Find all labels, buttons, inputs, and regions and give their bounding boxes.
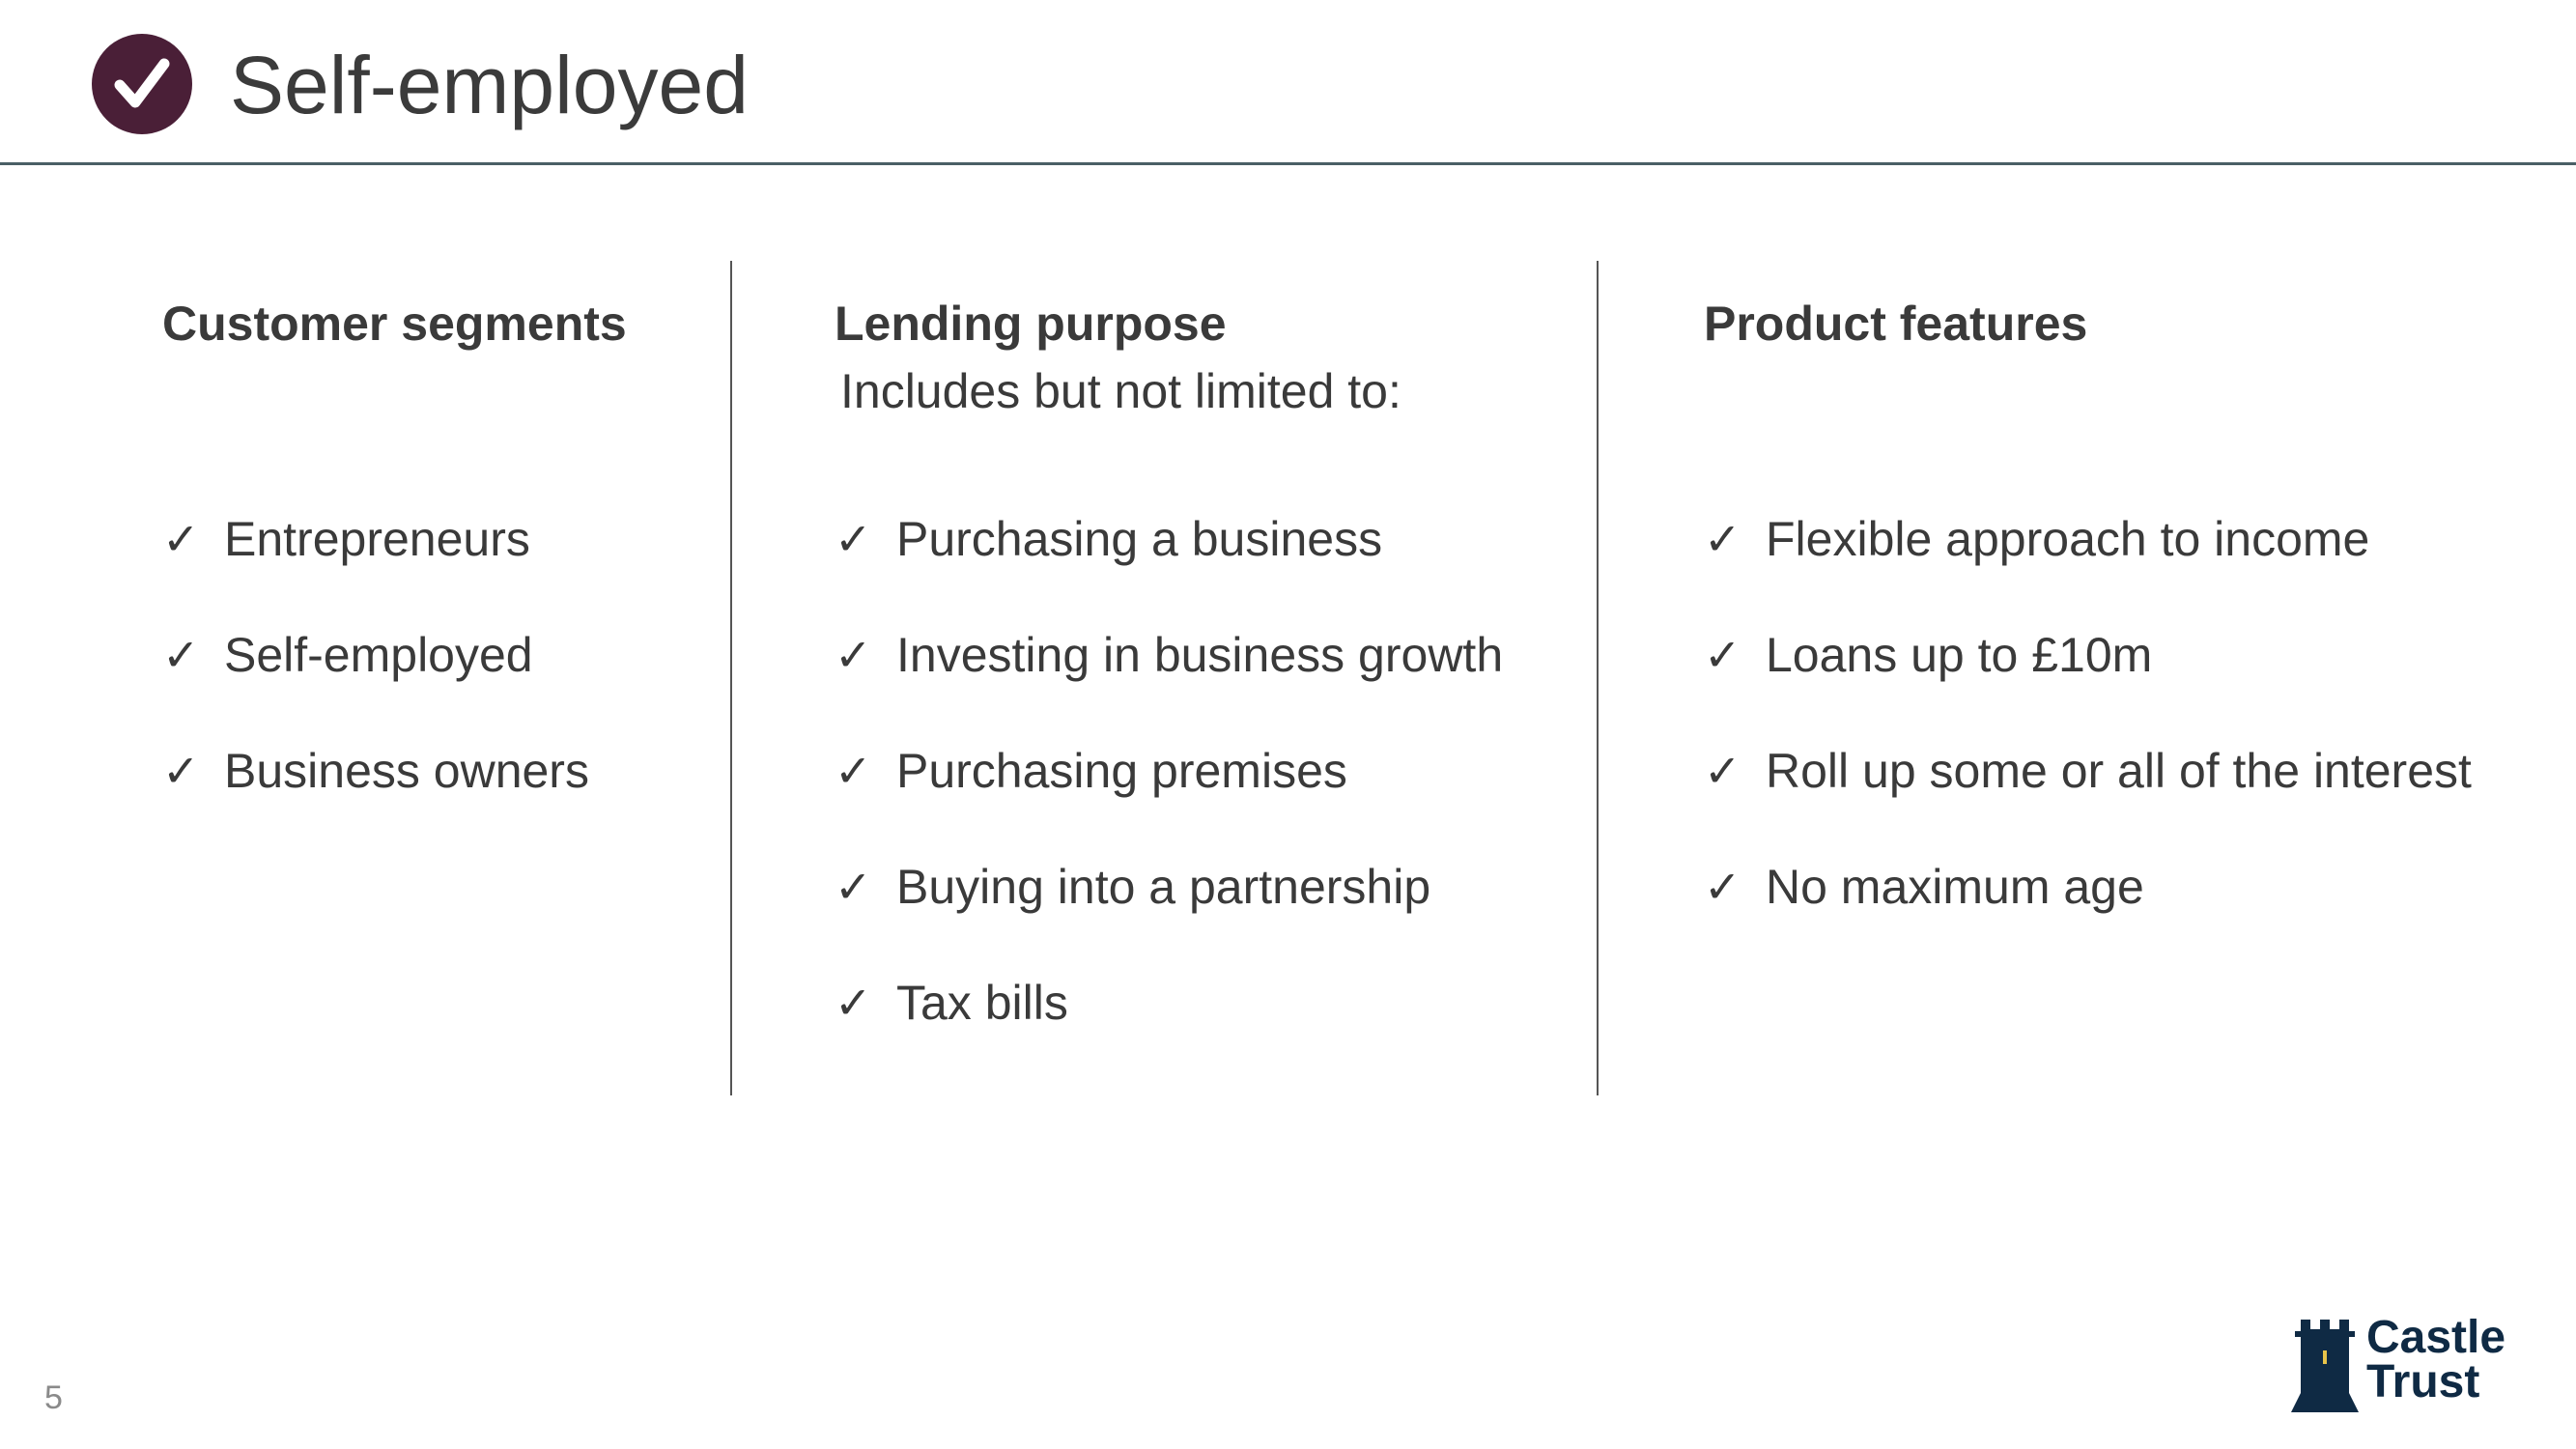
check-icon: ✓	[835, 861, 872, 913]
list-item: ✓ Roll up some or all of the interest	[1704, 732, 2472, 848]
list-item: ✓ Tax bills	[835, 964, 1503, 1080]
list-item: ✓ Business owners	[162, 732, 589, 848]
list-item: ✓ Flexible approach to income	[1704, 500, 2472, 616]
list-item-text: Roll up some or all of the interest	[1766, 744, 2472, 798]
checkmark-icon	[114, 58, 170, 108]
check-circle-icon	[92, 34, 192, 134]
list-item-text: Buying into a partnership	[896, 860, 1431, 914]
list-item-text: Investing in business growth	[896, 628, 1504, 682]
list-item-text: Purchasing premises	[896, 744, 1347, 798]
castle-tower-icon	[2291, 1320, 2359, 1412]
column-subheading	[168, 357, 627, 425]
list-item: ✓ Purchasing premises	[835, 732, 1503, 848]
column-divider	[730, 261, 732, 1095]
column-heading: Product features	[1704, 297, 2088, 351]
logo-line-2: Trust	[2366, 1356, 2480, 1407]
check-icon: ✓	[162, 629, 200, 681]
check-icon: ✓	[162, 513, 200, 565]
logo-wordmark: Castle Trust	[2366, 1312, 2506, 1407]
list-item: ✓ Purchasing a business	[835, 500, 1503, 616]
header-divider	[0, 162, 2576, 165]
check-icon: ✓	[1704, 629, 1741, 681]
check-icon: ✓	[835, 977, 872, 1029]
column-subheading	[1710, 357, 2087, 425]
column-heading: Customer segments	[162, 297, 627, 351]
column-product-features: Product features ✓ Flexible approach to i…	[1704, 290, 2472, 914]
list-item: ✓ No maximum age	[1704, 848, 2472, 964]
check-icon: ✓	[162, 745, 200, 797]
list-item: ✓ Investing in business growth	[835, 616, 1503, 732]
list-item: ✓ Entrepreneurs	[162, 500, 589, 616]
column-heading: Lending purpose	[835, 297, 1227, 351]
check-icon: ✓	[835, 745, 872, 797]
list-item-text: Purchasing a business	[896, 512, 1383, 566]
list-item-text: Business owners	[224, 744, 589, 798]
logo-line-1: Castle	[2366, 1312, 2506, 1363]
column-lending-purpose: Lending purpose Includes but not limited…	[835, 290, 1503, 1030]
item-list: ✓ Purchasing a business ✓ Investing in bus…	[835, 500, 1503, 1080]
list-item-text: Tax bills	[896, 976, 1068, 1030]
check-icon: ✓	[835, 513, 872, 565]
check-icon: ✓	[1704, 861, 1741, 913]
list-item-text: No maximum age	[1766, 860, 2144, 914]
list-item-text: Self-employed	[224, 628, 533, 682]
castle-trust-logo: Castle Trust	[2291, 1312, 2523, 1412]
page-title: Self-employed	[230, 40, 749, 130]
list-item-text: Entrepreneurs	[224, 512, 530, 566]
page-number: 5	[44, 1379, 63, 1416]
list-item: ✓ Buying into a partnership	[835, 848, 1503, 964]
list-item-text: Flexible approach to income	[1766, 512, 2370, 566]
list-item: ✓ Loans up to £10m	[1704, 616, 2472, 732]
check-icon: ✓	[1704, 513, 1741, 565]
item-list: ✓ Flexible approach to income ✓ Loans up t…	[1704, 500, 2472, 964]
slide-header: Self-employed	[0, 0, 2576, 165]
list-item: ✓ Self-employed	[162, 616, 589, 732]
item-list: ✓ Entrepreneurs ✓ Self-employed ✓ Business …	[162, 500, 589, 848]
column-customer-segments: Customer segments ✓ Entrepreneurs ✓ Self-e…	[162, 290, 627, 798]
column-divider	[1597, 261, 1599, 1095]
check-icon: ✓	[1704, 745, 1741, 797]
check-icon: ✓	[835, 629, 872, 681]
column-subheading: Includes but not limited to:	[840, 364, 1401, 418]
list-item-text: Loans up to £10m	[1766, 628, 2153, 682]
